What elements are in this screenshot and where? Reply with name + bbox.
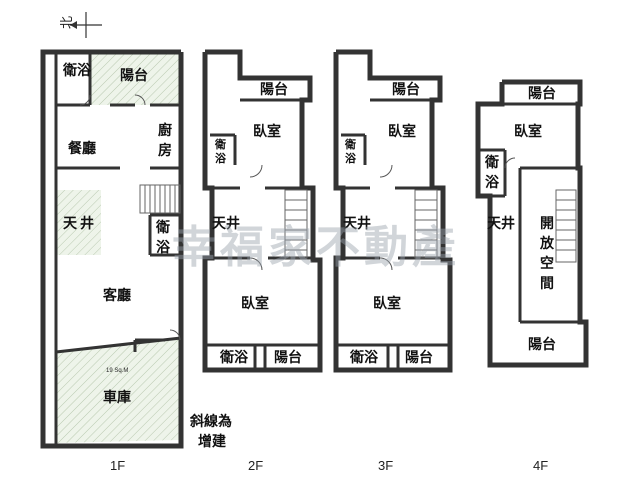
room-label-4f-open-3: 空: [540, 255, 554, 272]
room-label-1f-bath: 衛浴: [62, 62, 92, 79]
room-label-3f-bedroom-top: 臥室: [388, 123, 416, 140]
room-label-4f-balcony-top: 陽台: [528, 85, 556, 102]
company-watermark: 幸福家不動產: [172, 222, 460, 273]
stairs-2f: [284, 189, 308, 259]
room-label-1f-garage: 車庫: [103, 389, 131, 406]
stairs-3f: [414, 189, 438, 259]
room-label-2f-bedroom-bottom: 臥室: [241, 295, 269, 312]
room-label-4f-open-4: 間: [540, 276, 554, 292]
room-label-3f-bath-small-top: 衛: [344, 137, 356, 151]
room-label-4f-open-1: 開: [540, 216, 554, 232]
courtyard-extension-area: [56, 190, 101, 255]
room-label-2f-bath-bottom: 衛浴: [219, 349, 249, 366]
room-label-3f-bath-bottom: 衛浴: [349, 349, 379, 366]
room-label-4f-bedroom: 臥室: [514, 123, 542, 140]
stairs-1f: [139, 184, 181, 214]
room-label-3f-balcony-bottom: 陽台: [405, 349, 433, 366]
room-label-1f-kitchen-top: 廚: [158, 122, 172, 139]
floor-3f-plan: 陽台 臥室 衛 浴 天井 臥室 衛浴 陽台: [333, 49, 453, 373]
stairs-4f: [555, 189, 577, 263]
room-label-4f-bath-top: 衛: [484, 154, 499, 171]
room-label-1f-bath2-bottom: 浴: [156, 239, 171, 256]
room-label-1f-living: 客廳: [102, 287, 131, 304]
floor-1f-plan: 衛浴 陽台 餐廳 廚 房 天 井 衛 浴 客廳 19 Sq.M 車庫: [40, 49, 184, 449]
outer-wall-3f: [333, 49, 453, 373]
room-label-1f-courtyard-second: 井: [80, 215, 94, 232]
room-label-1f-courtyard-first: 天: [63, 216, 78, 232]
room-label-2f-bath-small-bottom: 浴: [215, 151, 227, 165]
room-label-3f-courtyard: 天井: [343, 215, 371, 232]
floor-2f-plan: 陽台 臥室 衛 浴 天井 臥室 衛浴 陽台: [202, 49, 323, 373]
room-label-1f-bath2-top: 衛: [155, 219, 170, 236]
floor-label-3f: 3F: [378, 458, 393, 473]
room-label-1f-kitchen-bottom: 房: [158, 142, 172, 159]
garage-dimension: 19 Sq.M: [106, 368, 128, 374]
outer-wall-2f: [202, 49, 323, 373]
room-label-3f-bedroom-bottom: 臥室: [373, 295, 401, 312]
room-label-4f-bath-bottom: 浴: [485, 174, 500, 191]
extension-note-line1: 斜線為: [189, 413, 232, 430]
room-label-3f-bath-small-bottom: 浴: [345, 151, 357, 165]
room-label-4f-open-2: 放: [539, 235, 555, 252]
room-label-2f-courtyard: 天井: [212, 215, 240, 232]
room-label-2f-bath-small-top: 衛: [214, 137, 226, 151]
room-label-3f-balcony-top: 陽台: [392, 81, 420, 98]
room-label-1f-balcony: 陽台: [120, 67, 148, 84]
garage-extension-area: [56, 338, 180, 443]
floor-4f-plan: 陽台 臥室 衛 浴 天井 開 放 空 間 陽台: [475, 79, 589, 368]
north-arrow-icon: [70, 12, 102, 38]
floor-label-2f: 2F: [248, 458, 263, 473]
floor-label-1f: 1F: [110, 458, 125, 473]
floor-label-4f: 4F: [533, 458, 548, 473]
room-label-4f-balcony-bottom: 陽台: [528, 336, 556, 353]
room-label-1f-dining: 餐廳: [67, 140, 96, 157]
compass-label: 北: [59, 16, 74, 29]
room-label-2f-bedroom-top: 臥室: [253, 123, 281, 140]
room-label-2f-balcony-bottom: 陽台: [274, 349, 302, 366]
room-label-4f-courtyard: 天井: [487, 215, 515, 232]
balcony-extension-area: [90, 53, 180, 105]
room-label-2f-balcony-top: 陽台: [260, 81, 288, 98]
extension-note-line2: 增建: [198, 433, 226, 450]
outer-wall-4f: [475, 79, 589, 368]
